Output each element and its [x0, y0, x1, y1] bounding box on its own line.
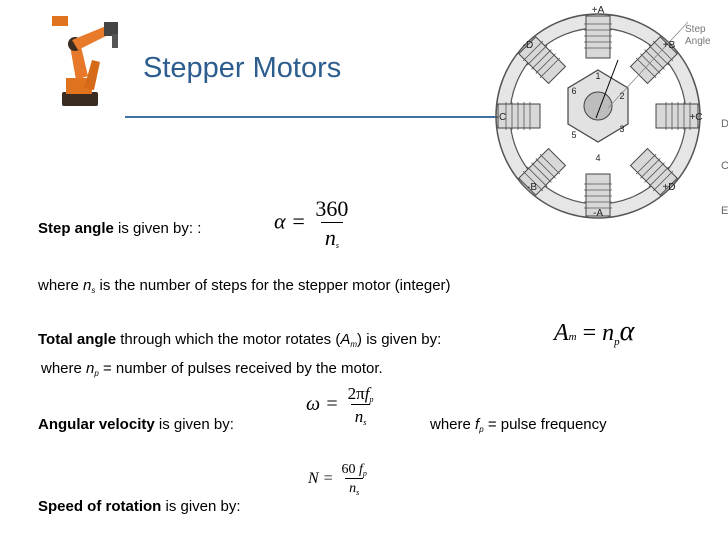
- edge-letter: E: [721, 205, 728, 217]
- pole-label: -B: [527, 182, 537, 193]
- edge-letter: C: [721, 160, 728, 172]
- step-angle-label: Step: [685, 24, 706, 35]
- rotor-tooth-label: 4: [595, 153, 600, 163]
- pole-label: +B: [663, 40, 676, 51]
- pole-label: +D: [662, 182, 675, 193]
- slide-title: Stepper Motors: [143, 52, 342, 84]
- angular-velocity-equation: ω = 2πfp ns: [306, 384, 374, 427]
- total-angle-equation: Am = npα: [554, 316, 635, 348]
- edge-letter: D: [721, 118, 728, 130]
- ns-definition: where ns is the number of steps for the …: [38, 277, 451, 295]
- pole-label: -D: [523, 40, 534, 51]
- rotor-tooth-label: 3: [619, 124, 624, 134]
- pole-label: +C: [689, 112, 702, 123]
- pole-label: -A: [593, 208, 603, 219]
- step-angle-text: Step angle is given by: :: [38, 220, 202, 237]
- speed-equation: N = 60 fp ns: [308, 462, 367, 497]
- stepper-motor-diagram: +A +B +C +D -A -B -C -D 1 2 3 4 5 6 Step…: [488, 0, 728, 230]
- pole-label: +A: [592, 5, 605, 16]
- pulse-frequency-note: where fp = pulse frequency: [430, 416, 607, 434]
- step-angle-equation: α = 360 ns: [274, 196, 349, 250]
- title-underline: [125, 116, 695, 118]
- angular-velocity-text: Angular velocity is given by:: [38, 416, 234, 433]
- np-definition: where np = number of pulses received by …: [41, 360, 383, 378]
- rotor-tooth-label: 6: [571, 86, 576, 96]
- step-angle-label: Angle: [685, 36, 711, 47]
- rotor-tooth-label: 1: [595, 71, 600, 81]
- total-angle-text: Total angle through which the motor rota…: [38, 331, 442, 349]
- rotor-tooth-label: 2: [619, 91, 624, 101]
- rotor-tooth-label: 5: [571, 130, 576, 140]
- speed-of-rotation-text: Speed of rotation is given by:: [38, 498, 241, 515]
- robot-arm-image: [48, 8, 128, 108]
- pole-label: -C: [496, 112, 507, 123]
- step-angle-term: Step angle: [38, 220, 114, 237]
